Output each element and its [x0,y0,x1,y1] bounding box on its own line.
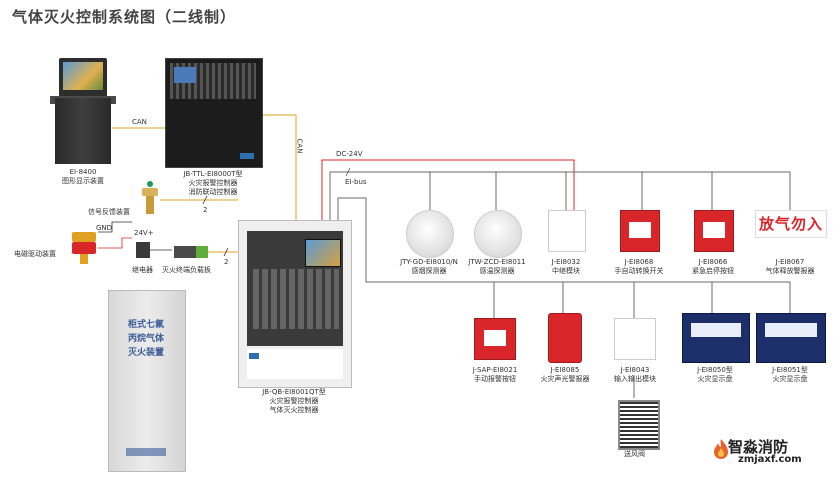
gas-cabinet [108,290,186,472]
manual-alarm-button [474,318,516,360]
sound-light-alarm [548,313,582,363]
controller-label: JB-QB-EI8001QT型火灾报警控制器气体灭火控制器 [262,388,326,414]
display1-label: J-EI8050型火灾显示盘 [697,366,733,383]
24v-label: 24V+ [134,229,154,237]
fire-display-panel-2 [756,313,826,363]
ei-bus-label: EI-bus [345,178,367,186]
relay-label: 继电器 [132,266,153,274]
relay-module [548,210,586,252]
vent-label: 送风阀 [624,450,645,458]
gnd-label: GND [96,224,113,232]
release-sign: 放气勿入 [755,210,827,238]
feedback-label: 信号反馈装置 [88,208,130,216]
can-label-side: CAN [295,138,304,154]
fire-display-panel-1 [682,313,750,363]
io-module [614,318,656,360]
auto-manual-switch [620,210,660,252]
page-title: 气体灭火控制系统图（二线制） [12,8,237,26]
dc24v-wire [321,159,575,222]
air-supply-valve [618,400,660,450]
gas-extinguishing-controller [238,220,352,388]
emergency-button [694,210,734,252]
display2-label: J-EI8051型火灾显示盘 [772,366,808,383]
can-wire-2 [262,114,297,222]
ei-bus-top [329,171,791,222]
fire-alarm-cabinet [165,58,263,168]
relay-shape [136,242,150,258]
brand-url: zmjaxf.com [738,454,802,465]
solenoid-label: 电磁驱动装置 [14,250,56,258]
ei-bus-bottom [337,197,791,313]
brand-name: 智淼消防 [728,438,789,456]
wire-count-feedback: 2 [203,206,208,214]
cabinet-label: JB-TTL-EI8000T型火灾报警控制器消防联动控制器 [183,170,243,196]
terminal-label: 灭火终端负载板 [162,266,211,274]
flame-logo-icon [714,439,728,459]
heat-detector [474,210,522,258]
gas-cabinet-text: 柜式七氟丙烷气体灭火装置 [127,320,164,358]
smoke-detector [406,210,454,258]
gas-cabinet-logo [126,448,166,456]
wire-count-terminal: 2 [224,258,229,266]
dc24v-label: DC-24V [336,150,363,158]
can-label-top: CAN [132,118,147,126]
